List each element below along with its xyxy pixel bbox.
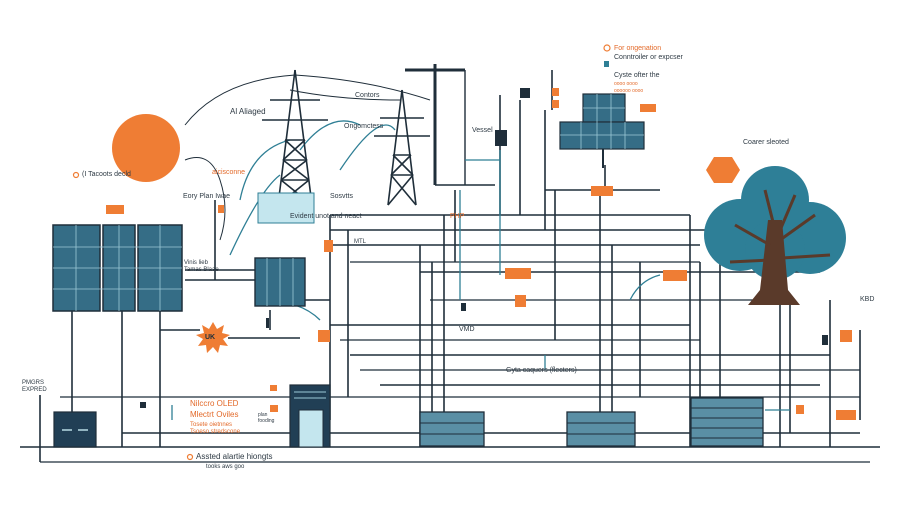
solar-panel-icon — [52, 224, 183, 312]
label-eory-plan: Eory Plan Iwae — [183, 193, 231, 200]
label-evident: Evident unot and neact — [290, 213, 362, 220]
label-aicisconne: aicisconne — [212, 169, 246, 176]
label-micro-mini-2: fooding — [258, 418, 275, 424]
label-left-note-2: Tamas Blaae — [184, 267, 219, 273]
label-for-ongenation: For ongenation — [614, 45, 662, 52]
label-ai-aligned: Al Aliaged — [230, 107, 266, 116]
transmission-tower-icon — [262, 69, 328, 206]
transmission-tower-icon — [374, 89, 430, 206]
tree-icon — [704, 166, 846, 305]
label-vmd: VMD — [459, 326, 475, 333]
label-uk-badge: UK — [205, 334, 216, 341]
server-rack-icon — [419, 411, 485, 447]
label-micro-note-1: Tosete oietnnes — [190, 422, 233, 428]
substation-box — [257, 192, 315, 224]
solar-panel-icon — [254, 257, 306, 307]
label-php: PHP — [450, 213, 465, 220]
label-sosvtts: Sosvtts — [330, 193, 353, 200]
small-component-markers — [140, 88, 828, 408]
hexagon-icon — [706, 157, 740, 183]
label-expred: EXPRED — [22, 387, 47, 393]
teal-bullet — [604, 61, 609, 67]
label-coarer: Coarer sleoted — [743, 139, 789, 146]
label-cyste-sub2: oooooo oooo — [614, 88, 644, 94]
cabinet-icon — [289, 384, 331, 448]
starburst-icon — [196, 322, 230, 353]
label-assted-sub: tooks aws goo — [206, 464, 245, 470]
label-micro-sub: Mlectrt Oviles — [190, 410, 239, 419]
label-controller: Conntroiler or expcser — [614, 54, 683, 61]
label-ongomctess: Ongomctess — [344, 123, 384, 130]
label-gyta: Gyta caquers (flecters) — [506, 367, 577, 374]
label-micro-note-2: Tsoeso stredscone — [190, 429, 241, 435]
label-cyste: Cyste ofter the — [614, 72, 660, 79]
server-rack-icon — [566, 411, 636, 447]
label-micro-mini-1: plan — [258, 412, 268, 418]
sun-icon — [112, 114, 180, 182]
cabinet-icon — [53, 411, 97, 448]
label-mtl: MTL — [354, 239, 366, 245]
label-contors: Contors — [355, 92, 380, 99]
label-pmgrs: PMGRS — [22, 380, 45, 386]
label-top-left: (I Tacoots decld — [82, 171, 131, 178]
orange-bullets — [72, 44, 611, 461]
label-kbd: KBD — [860, 296, 875, 303]
server-rack-icon — [690, 397, 764, 447]
orange-markers — [106, 88, 856, 420]
label-vessel: Vessel — [472, 127, 493, 134]
label-assted: Assted alartie hiongts — [196, 452, 273, 461]
solar-panel-icon — [559, 93, 645, 168]
label-cyste-sub1: oooo oooo — [614, 81, 638, 87]
label-left-note-1: Vinis lieb — [184, 260, 208, 266]
label-micro-title: Nilccro OLED — [190, 399, 239, 408]
